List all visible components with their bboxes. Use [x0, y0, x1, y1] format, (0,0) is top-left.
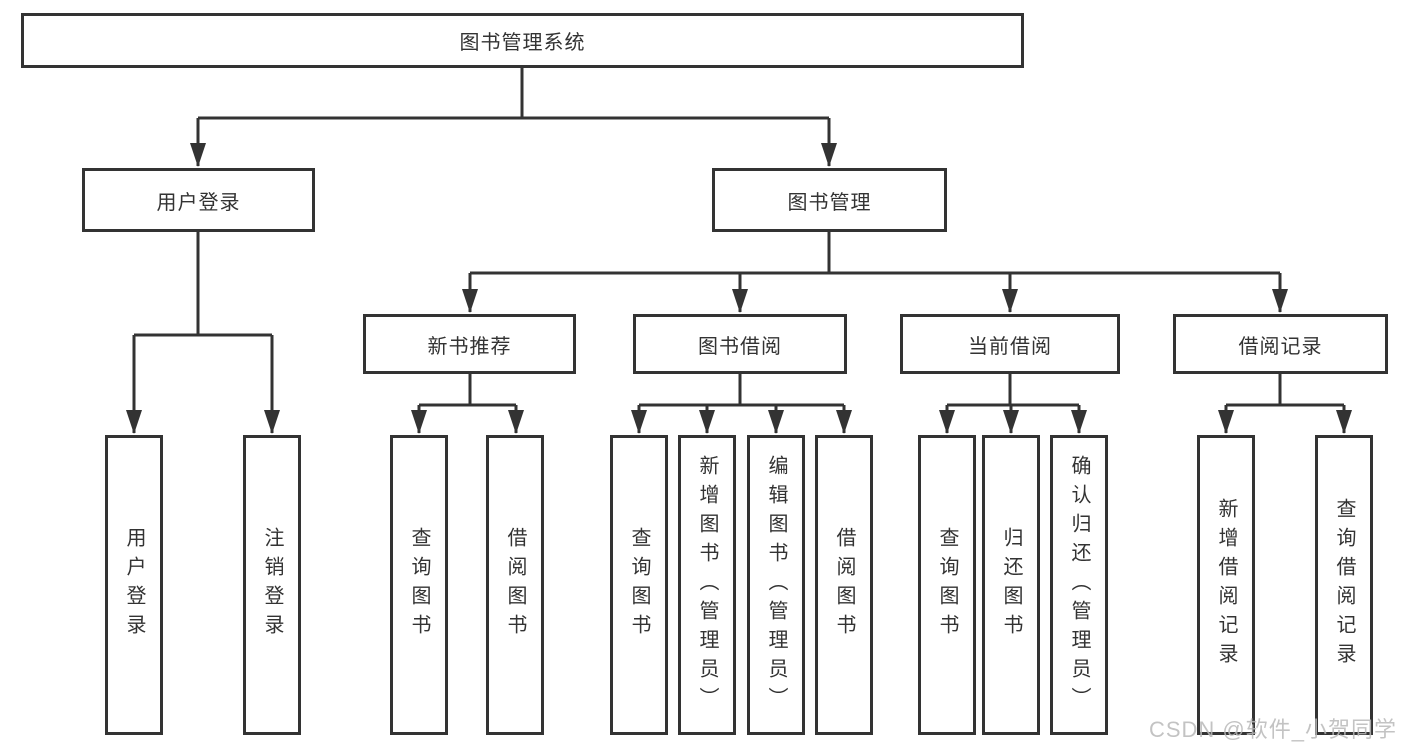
node-book-borrowing: 图书借阅 [633, 314, 847, 374]
node-new-book-recommendation: 新书推荐 [363, 314, 576, 374]
leaf-query-borrow-record: 查询借阅记录 [1315, 435, 1373, 735]
node-book-management-system: 图书管理系统 [21, 13, 1024, 68]
leaf-add-borrow-record: 新增借阅记录 [1197, 435, 1255, 735]
leaf-borrow-books-borrowing: 借阅图书 [815, 435, 873, 735]
leaf-add-books-admin: 新增图书（管理员） [678, 435, 736, 735]
csdn-watermark: CSDN @软件_小贺同学 [1148, 717, 1397, 742]
node-user-login: 用户登录 [82, 168, 315, 232]
leaf-borrow-books-recommend: 借阅图书 [486, 435, 544, 735]
leaf-edit-books-admin: 编辑图书（管理员） [747, 435, 805, 735]
leaf-user-login: 用户登录 [105, 435, 163, 735]
leaf-query-books-recommend: 查询图书 [390, 435, 448, 735]
leaf-query-books-current: 查询图书 [918, 435, 976, 735]
leaf-return-books: 归还图书 [982, 435, 1040, 735]
leaf-logout: 注销登录 [243, 435, 301, 735]
node-book-management: 图书管理 [712, 168, 947, 232]
node-current-borrowing: 当前借阅 [900, 314, 1120, 374]
leaf-confirm-return-admin: 确认归还（管理员） [1050, 435, 1108, 735]
node-borrowing-records: 借阅记录 [1173, 314, 1388, 374]
leaf-query-books-borrowing: 查询图书 [610, 435, 668, 735]
